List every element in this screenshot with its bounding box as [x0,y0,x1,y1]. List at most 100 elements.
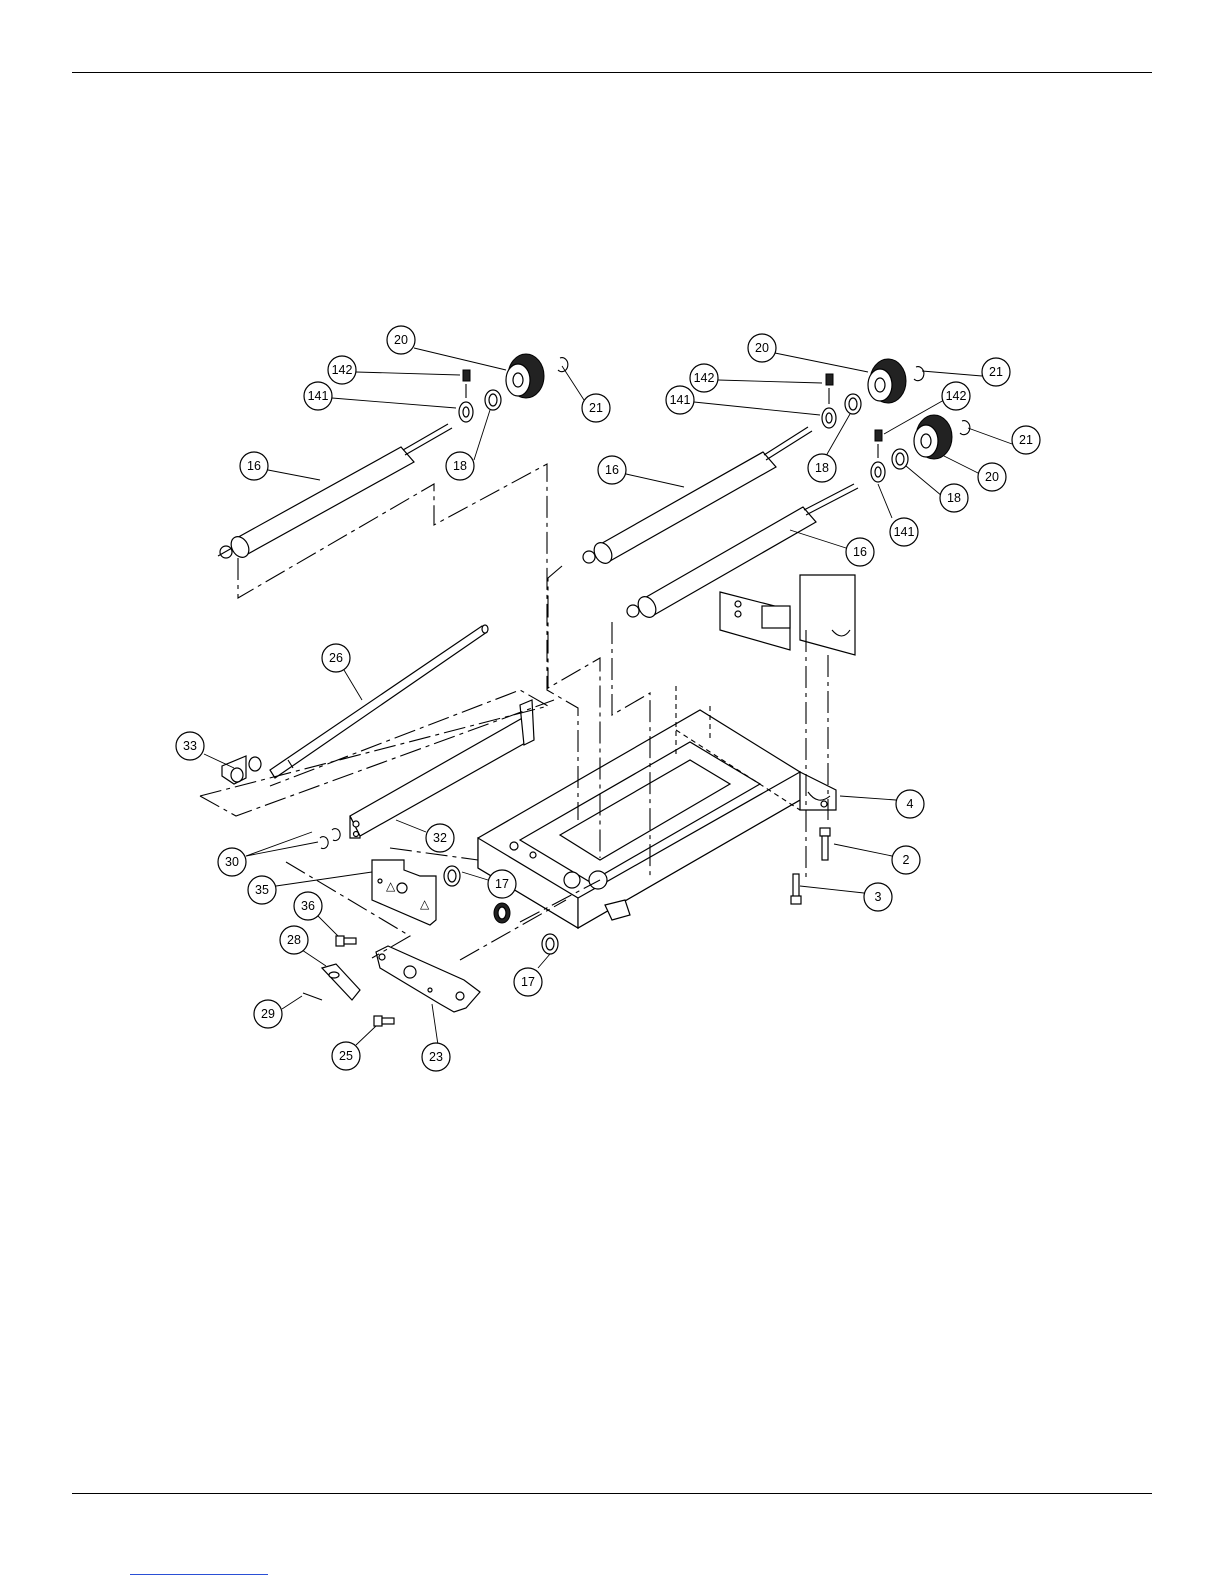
callout-33: 33 [176,732,204,760]
callout-26: 26 [322,644,350,672]
callout-20: 20 [387,326,415,354]
rail-32 [350,700,534,838]
callout-16: 16 [240,452,268,480]
svg-text:26: 26 [329,651,343,665]
callout-16: 16 [598,456,626,484]
svg-text:25: 25 [339,1049,353,1063]
leader-lines [204,348,1012,1045]
svg-text:20: 20 [985,470,999,484]
svg-text:33: 33 [183,739,197,753]
callout-142: 142 [942,382,970,410]
callout-17: 17 [488,870,516,898]
svg-text:2: 2 [903,853,910,867]
bearing-17-b [494,903,510,923]
right-gear-20-lower [914,415,952,459]
callout-18: 18 [940,484,968,512]
svg-text:141: 141 [894,525,915,539]
right-e-ring-21-lower [960,421,970,435]
callout-2: 2 [892,846,920,874]
svg-text:142: 142 [946,389,967,403]
svg-text:30: 30 [225,855,239,869]
right-bearing-18-upper [845,394,861,414]
screw-36 [336,936,356,946]
right-setscrew-142-lower [875,430,882,441]
bracket-4 [800,772,836,810]
right-collar-141-upper [822,408,836,428]
svg-text:29: 29 [261,1007,275,1021]
shaft-26 [270,625,488,778]
callout-18: 18 [808,454,836,482]
svg-text:16: 16 [247,459,261,473]
svg-text:36: 36 [301,899,315,913]
svg-text:21: 21 [589,401,603,415]
callout-141: 141 [666,386,694,414]
callout-36: 36 [294,892,322,920]
callout-28: 28 [280,926,308,954]
bearing-17-c [542,934,558,954]
callout-25: 25 [332,1042,360,1070]
svg-text:142: 142 [332,363,353,377]
svg-text:17: 17 [495,877,509,891]
callout-32: 32 [426,824,454,852]
callout-4: 4 [896,790,924,818]
callout-21: 21 [982,358,1010,386]
plate-35: △ △ [372,860,436,925]
lever-28 [322,964,360,1000]
svg-text:17: 17 [521,975,535,989]
right-roller-16-upper [583,427,812,567]
e-ring-30-a [332,829,340,841]
callout-23: 23 [422,1043,450,1071]
bearing-17-a [444,866,460,886]
callout-20: 20 [748,334,776,362]
svg-text:16: 16 [605,463,619,477]
callout-142: 142 [328,356,356,384]
left-roller-16 [218,424,452,561]
callout-18: 18 [446,452,474,480]
svg-text:20: 20 [394,333,408,347]
right-bearing-18-lower [892,449,908,469]
screw-3 [791,874,801,904]
svg-text:28: 28 [287,933,301,947]
left-collar-141 [459,402,473,422]
svg-text:142: 142 [694,371,715,385]
callout-142: 142 [690,364,718,392]
left-e-ring-21 [558,358,568,372]
right-collar-141-lower [871,462,885,482]
callout-21: 21 [582,394,610,422]
callout-141: 141 [890,518,918,546]
svg-text:18: 18 [947,491,961,505]
svg-text:35: 35 [255,883,269,897]
spring-33 [222,756,261,784]
pin-29 [303,993,322,1000]
callout-21: 21 [1012,426,1040,454]
left-setscrew-142 [463,370,470,381]
callout-29: 29 [254,1000,282,1028]
svg-text:23: 23 [429,1050,443,1064]
svg-text:141: 141 [308,389,329,403]
svg-text:141: 141 [670,393,691,407]
sensor-bracket [720,575,855,655]
callout-3: 3 [864,883,892,911]
svg-text:4: 4 [907,797,914,811]
svg-text:16: 16 [853,545,867,559]
left-gear-20 [506,354,544,398]
svg-text:△: △ [420,897,430,911]
right-e-ring-21-upper [914,367,924,381]
svg-text:32: 32 [433,831,447,845]
e-ring-30-b [320,837,328,849]
svg-text:3: 3 [875,890,882,904]
right-setscrew-142-upper [826,374,833,385]
svg-text:△: △ [386,879,396,893]
bracket-23 [376,946,480,1012]
screw-25 [374,1016,394,1026]
svg-text:18: 18 [815,461,829,475]
screw-2 [820,828,830,860]
svg-text:21: 21 [989,365,1003,379]
svg-text:20: 20 [755,341,769,355]
drawing: △ △ [200,348,1012,1045]
right-gear-20-upper [868,359,906,403]
svg-text:21: 21 [1019,433,1033,447]
callout-30: 30 [218,848,246,876]
callout-17: 17 [514,968,542,996]
